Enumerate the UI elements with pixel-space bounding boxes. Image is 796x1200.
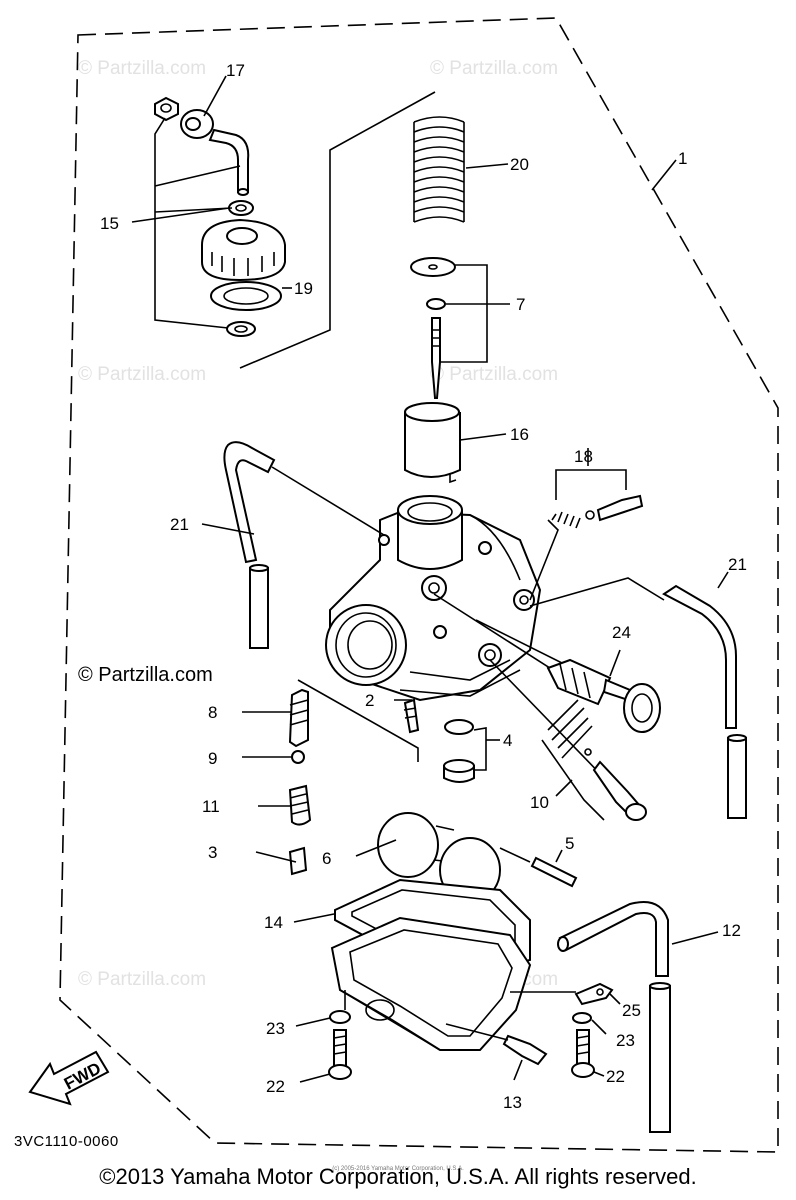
pilot-jet xyxy=(403,698,420,734)
callout-1: 1 xyxy=(678,149,687,168)
assembly-boundary xyxy=(59,17,779,1153)
washer xyxy=(228,200,254,216)
main-jet-holder xyxy=(288,784,312,826)
callout-20: 20 xyxy=(510,155,529,174)
watermark: © Partzilla.com xyxy=(78,58,206,79)
vent-hose-left xyxy=(223,441,276,649)
drain-plug-and-washer xyxy=(443,719,487,783)
callout-24: 24 xyxy=(612,623,631,642)
callout-13: 13 xyxy=(503,1093,522,1112)
bracket xyxy=(574,982,614,1006)
callout-8: 8 xyxy=(208,703,217,722)
callout-12: 12 xyxy=(722,921,741,940)
callout-23: 23 xyxy=(266,1019,285,1038)
callout-23: 23 xyxy=(616,1031,635,1050)
callout-leaders xyxy=(131,75,729,1083)
callout-4: 4 xyxy=(503,731,512,750)
callout-16: 16 xyxy=(510,425,529,444)
callout-5: 5 xyxy=(565,834,574,853)
starter-plunger xyxy=(546,658,661,733)
idle-screw-assembly xyxy=(551,469,644,529)
air-screw xyxy=(445,1023,548,1066)
callout-21: 21 xyxy=(170,515,189,534)
nut xyxy=(154,96,179,122)
throttle-valve xyxy=(404,402,461,484)
callout-11: 11 xyxy=(202,797,220,816)
cable-adjuster xyxy=(180,109,250,196)
diagram-code: 3VC1110-0060 xyxy=(14,1133,119,1150)
overflow-hose xyxy=(557,901,671,1133)
watermark: © Partzilla.com xyxy=(430,58,558,79)
mixing-chamber-top xyxy=(201,218,286,282)
callout-10: 10 xyxy=(530,793,549,812)
callout-21: 21 xyxy=(728,555,747,574)
throttle-valve-assembly xyxy=(239,91,488,484)
callout-3: 3 xyxy=(208,843,217,862)
spring-washer xyxy=(329,1010,351,1024)
callout-labels: 1 2 3 4 5 6 7 8 9 10 11 12 13 14 15 16 1… xyxy=(100,61,747,1112)
watermark: © Partzilla.com xyxy=(78,364,206,385)
throttle-stop-screw xyxy=(541,699,647,821)
bowl-screw xyxy=(571,1029,595,1078)
callout-7: 7 xyxy=(516,295,525,314)
callout-18: 18 xyxy=(574,447,593,466)
callout-19: 19 xyxy=(294,279,313,298)
copyright-notice: ©2013 Yamaha Motor Corporation, U.S.A. A… xyxy=(99,1164,697,1189)
callout-22: 22 xyxy=(606,1067,625,1086)
watermark: © Partzilla.com xyxy=(78,969,206,990)
o-ring xyxy=(291,750,305,764)
main-jet xyxy=(288,846,308,876)
needle-clip xyxy=(426,298,446,310)
fwd-arrow: FWD xyxy=(28,1050,110,1106)
needle-retainer xyxy=(410,257,456,277)
bowl-screw xyxy=(328,1029,352,1080)
callout-22: 22 xyxy=(266,1077,285,1096)
callout-2: 2 xyxy=(365,691,374,710)
float-bowl xyxy=(330,916,532,1051)
watermark: © Partzilla.com xyxy=(430,364,558,385)
needle-jet xyxy=(288,688,309,748)
gasket xyxy=(210,281,282,311)
callout-17: 17 xyxy=(226,61,245,80)
partzilla-notice: © Partzilla.com xyxy=(78,664,213,686)
cable-cap-assembly xyxy=(154,96,286,337)
callout-15: 15 xyxy=(100,214,119,233)
callout-9: 9 xyxy=(208,749,217,768)
spring-washer xyxy=(572,1012,592,1024)
float-pin xyxy=(530,856,578,888)
callout-25: 25 xyxy=(622,1001,641,1020)
fine-print: (c) 2005-2016 Yamaha Motor Corporation, … xyxy=(332,1166,464,1172)
carburetor-body xyxy=(325,495,542,702)
throttle-spring xyxy=(413,116,465,223)
circlip xyxy=(226,321,256,337)
callout-14: 14 xyxy=(264,913,283,932)
callout-6: 6 xyxy=(322,849,331,868)
vent-hose-right xyxy=(662,584,747,819)
